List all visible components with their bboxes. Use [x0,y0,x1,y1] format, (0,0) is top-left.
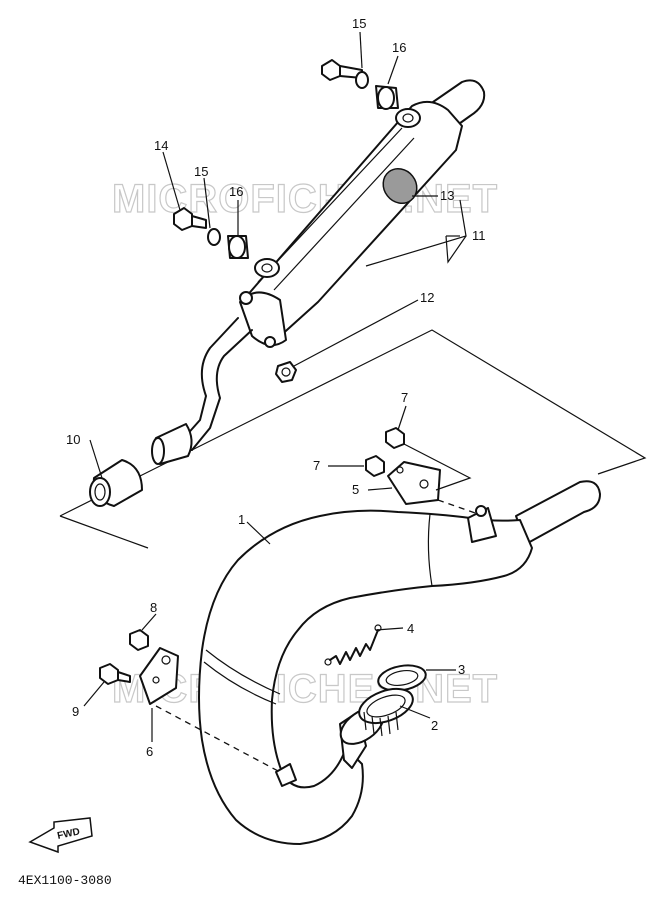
callout-13: 13 [440,188,454,203]
callout-8: 8 [150,600,157,615]
spring [324,624,382,666]
joint-rubber [89,459,143,507]
expansion-chamber [198,480,601,845]
fwd-label: FWD [56,826,81,841]
callout-3: 3 [458,662,465,677]
callout-15-left: 15 [194,164,208,179]
silencer-assembly [151,79,486,465]
alignment-line-bracket [437,499,479,515]
collar-upper [375,85,399,110]
damper-nut [275,361,297,383]
alignment-line-clamp [155,705,281,773]
callout-5: 5 [352,482,359,497]
bolt-clamp-upper [129,629,149,651]
callout-15-upper: 15 [352,16,366,31]
bolt-bracket-upper [385,427,405,449]
callout-7-lower: 7 [313,458,320,473]
callout-6: 6 [146,744,153,759]
callout-11: 11 [472,228,486,243]
callout-4: 4 [407,621,414,636]
callout-10: 10 [66,432,80,447]
bolt-bracket-lower [365,455,385,477]
bracket-guide [403,443,472,491]
callout-9: 9 [72,704,79,719]
bolt-upper [321,59,369,89]
callout-2: 2 [431,718,438,733]
upper-assembly-plane [59,329,647,549]
callout-16-left: 16 [229,184,243,199]
bolt-clamp-lower [99,663,131,685]
callout-12: 12 [420,290,434,305]
callout-7-upper: 7 [401,390,408,405]
bolt-left [173,207,207,231]
gasket [377,664,427,692]
fwd-arrow-icon: FWD [28,817,93,854]
callout-16-upper: 16 [392,40,406,55]
callout-14: 14 [154,138,168,153]
diagram-code: 4EX1100-3080 [18,873,112,888]
callout-1: 1 [238,512,245,527]
bracket [387,461,441,505]
collar-left [227,235,249,259]
manifold-joint [358,687,414,737]
label-plate [382,167,418,205]
clamp-bracket [139,647,179,705]
washer-left [207,228,221,246]
